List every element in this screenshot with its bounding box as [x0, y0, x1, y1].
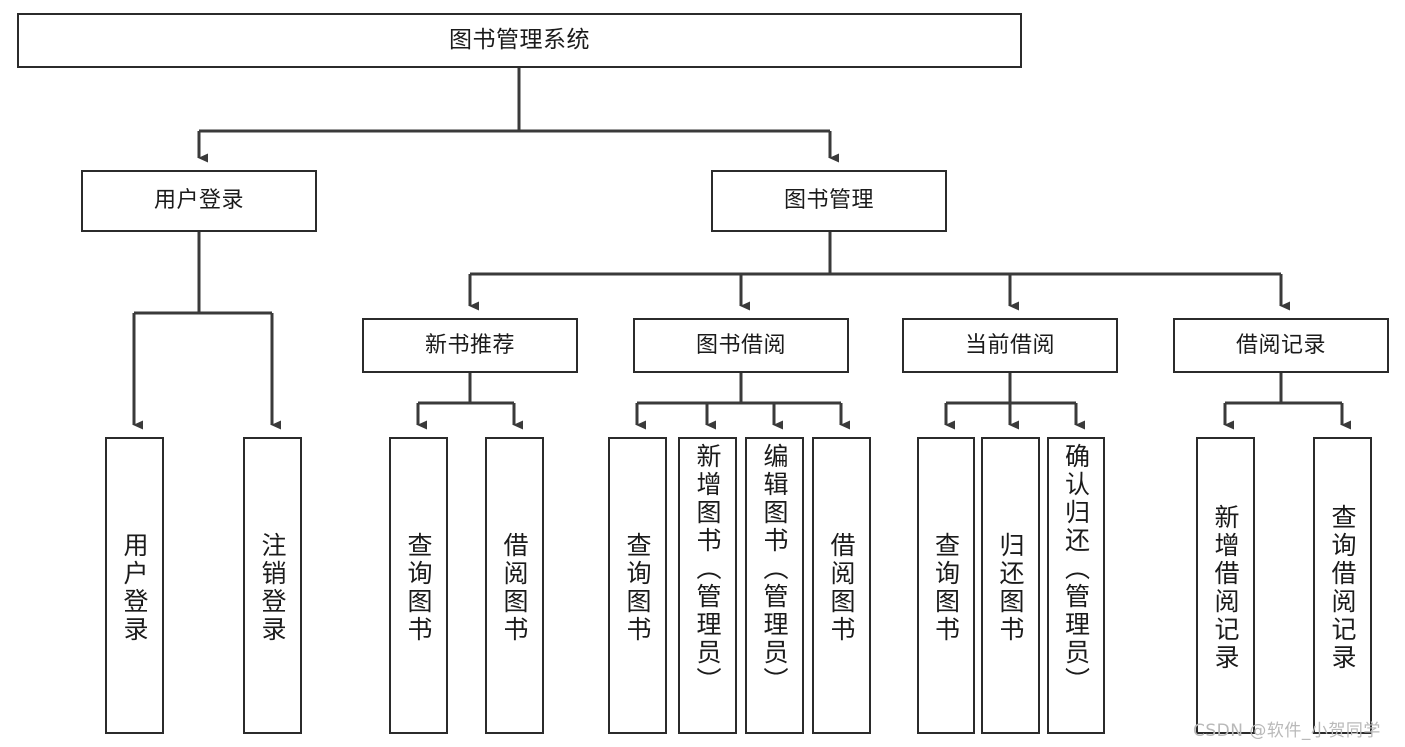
leaf-add-record[interactable]: 新增借阅记录: [1196, 437, 1255, 734]
csdn-watermark: CSDN @软件_小贺同学: [1193, 721, 1381, 741]
node-label: 查询图书: [623, 531, 652, 644]
node-book-borrow[interactable]: 图书借阅: [633, 318, 849, 373]
leaf-borrow-book-1[interactable]: 借阅图书: [485, 437, 544, 734]
node-borrow-record[interactable]: 借阅记录: [1173, 318, 1389, 373]
node-label: 确认归还（管理员）: [1061, 443, 1091, 695]
node-label: 编辑图书（管理员）: [760, 443, 789, 695]
node-label: 归还图书: [996, 531, 1025, 644]
node-label: 新书推荐: [424, 332, 515, 358]
leaf-edit-book[interactable]: 编辑图书（管理员）: [745, 437, 804, 734]
node-book-management[interactable]: 图书管理: [711, 170, 947, 232]
node-label: 当前借阅: [964, 332, 1055, 358]
leaf-query-book-3[interactable]: 查询图书: [917, 437, 975, 734]
leaf-borrow-book-2[interactable]: 借阅图书: [812, 437, 871, 734]
node-label: 图书管理系统: [449, 26, 590, 53]
node-root-system[interactable]: 图书管理系统: [17, 13, 1022, 68]
leaf-return-book[interactable]: 归还图书: [981, 437, 1040, 734]
node-label: 图书借阅: [695, 332, 786, 358]
leaf-add-book[interactable]: 新增图书（管理员）: [678, 437, 737, 734]
node-current-borrow[interactable]: 当前借阅: [902, 318, 1118, 373]
node-label: 借阅图书: [500, 531, 529, 644]
node-label: 注销登录: [258, 531, 287, 644]
leaf-query-record[interactable]: 查询借阅记录: [1313, 437, 1372, 734]
node-label: 用户登录: [120, 531, 149, 644]
leaf-confirm-return[interactable]: 确认归还（管理员）: [1047, 437, 1105, 734]
leaf-query-book-1[interactable]: 查询图书: [389, 437, 448, 734]
leaf-query-book-2[interactable]: 查询图书: [608, 437, 667, 734]
node-label: 查询图书: [404, 531, 433, 644]
node-label: 新增借阅记录: [1211, 503, 1240, 672]
node-label: 新增图书（管理员）: [693, 443, 722, 695]
node-user-login[interactable]: 用户登录: [81, 170, 317, 232]
node-new-book-recommend[interactable]: 新书推荐: [362, 318, 578, 373]
node-label: 用户登录: [153, 188, 244, 214]
node-label: 查询图书: [931, 531, 961, 644]
leaf-logout-login[interactable]: 注销登录: [243, 437, 302, 734]
node-label: 借阅记录: [1235, 332, 1326, 358]
leaf-user-login[interactable]: 用户登录: [105, 437, 164, 734]
node-label: 查询借阅记录: [1328, 503, 1357, 672]
node-label: 图书管理: [783, 188, 874, 214]
node-label: 借阅图书: [827, 531, 856, 644]
